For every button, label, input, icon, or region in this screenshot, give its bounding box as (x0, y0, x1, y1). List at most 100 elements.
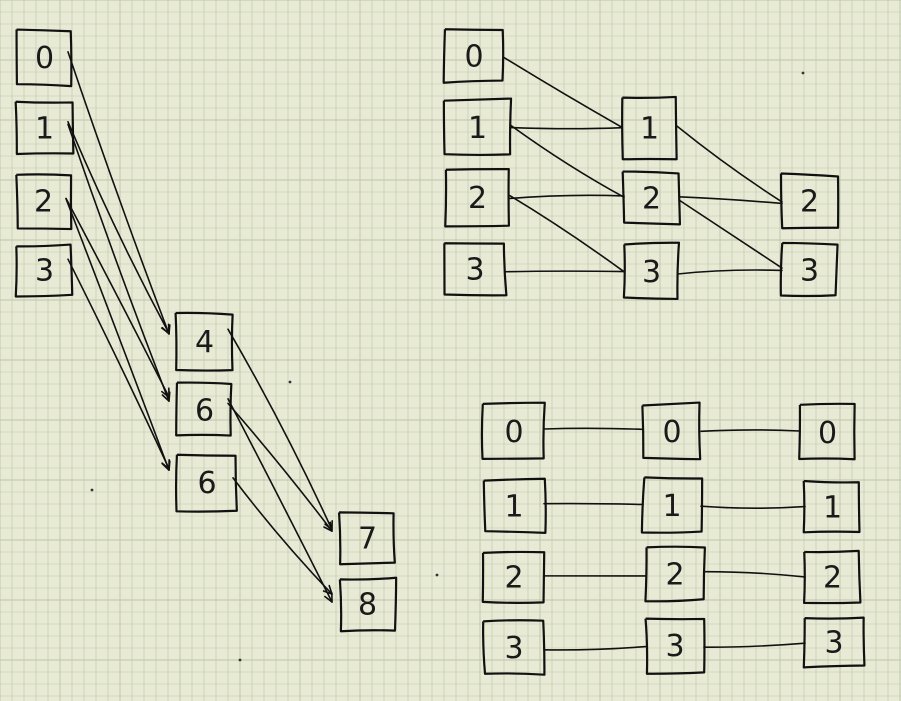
node-label: 2 (34, 185, 53, 220)
arrowhead-L1-L4 (160, 323, 170, 335)
arrowhead-L6a-L8 (324, 592, 333, 603)
node-box: 8 (338, 576, 398, 633)
node-box: 2 (802, 549, 862, 605)
edge-L6a-L8 (227, 398, 333, 603)
edge-E2-F2 (703, 570, 806, 578)
node-border (644, 617, 706, 675)
node-border (14, 243, 74, 298)
node-label: 3 (665, 629, 684, 664)
node-label: 6 (195, 394, 214, 429)
node-border (482, 619, 546, 676)
node-border (482, 477, 547, 534)
node-label: 3 (800, 254, 819, 289)
edge-A0-B1 (502, 56, 623, 129)
node-box: 1 (640, 476, 704, 534)
node-border (481, 550, 546, 604)
node-border (174, 453, 238, 513)
node-box: 2 (621, 170, 682, 226)
arrowhead-L2-L6a (161, 387, 170, 398)
arrowhead-L3-L6b (161, 459, 170, 470)
edge-A1-B1 (509, 126, 623, 130)
edge-B3-C3 (678, 269, 783, 275)
edge-B1-C2 (676, 125, 783, 203)
node-box: 1 (621, 95, 678, 161)
node-label: 0 (818, 416, 837, 451)
node-box: 2 (444, 168, 511, 228)
node-box: 3 (14, 243, 74, 298)
edge-L2-L6a (65, 197, 170, 398)
node-border (15, 173, 73, 231)
node-box: 3 (482, 619, 546, 676)
node-border (779, 172, 840, 230)
edge-L0-L4 (67, 51, 170, 335)
pencil-speck (238, 658, 242, 662)
edge-L3-L6b (67, 258, 170, 470)
node-border (802, 616, 866, 669)
node-box: 0 (798, 402, 856, 461)
node-label: 2 (504, 561, 523, 596)
node-label: 1 (640, 112, 659, 147)
diagram-top-right-edges (502, 56, 783, 275)
node-box: 3 (622, 241, 681, 301)
node-box: 0 (15, 28, 73, 88)
node-border (443, 242, 508, 297)
node-box: 3 (779, 241, 839, 298)
node-border (802, 479, 861, 534)
node-label: 3 (35, 254, 54, 289)
arrowhead-L6b-L8 (322, 584, 333, 595)
node-border (174, 311, 234, 372)
node-label: 2 (468, 181, 487, 216)
node-border (14, 100, 75, 156)
edge-B2-C3 (678, 199, 783, 269)
edge-A1-B2 (509, 124, 625, 199)
paper-specks (90, 71, 805, 662)
edge-E1-F1 (700, 505, 806, 510)
node-label: 0 (504, 415, 523, 450)
node-box: 2 (779, 172, 840, 230)
node-border (621, 95, 678, 161)
edge-E0-F0 (700, 429, 801, 433)
node-label: 0 (35, 41, 54, 76)
pencil-speck (435, 573, 439, 577)
node-label: 7 (358, 522, 377, 557)
edge-L4-L7 (227, 328, 333, 531)
node-label: 1 (468, 111, 487, 146)
node-box: 6 (175, 381, 233, 437)
edge-B2-C2 (678, 196, 783, 205)
pencil-speck (288, 380, 292, 384)
node-box: 3 (443, 242, 508, 297)
edge-L1-L4 (67, 120, 170, 335)
node-label: 3 (642, 255, 661, 290)
node-border (15, 28, 73, 88)
node-border (640, 476, 704, 534)
node-box: 0 (641, 401, 702, 461)
node-border (442, 97, 513, 157)
node-box: 3 (802, 616, 866, 669)
node-label: 1 (823, 491, 842, 526)
node-label: 1 (504, 490, 523, 525)
edge-L2-L6b (65, 197, 170, 471)
node-label: 2 (642, 182, 661, 217)
node-label: 2 (800, 185, 819, 220)
node-label: 8 (358, 588, 377, 623)
node-box: 2 (481, 550, 546, 604)
edge-L1-L6a (67, 123, 170, 402)
node-box: 4 (174, 311, 234, 372)
edge-L6a-L7 (227, 402, 333, 532)
node-box: 3 (644, 617, 706, 675)
node-label: 1 (662, 489, 681, 524)
node-box: 6 (174, 453, 238, 513)
node-border (442, 28, 505, 84)
node-box: 1 (482, 477, 547, 534)
node-border (644, 545, 706, 603)
node-label: 0 (662, 415, 681, 450)
node-border (798, 402, 856, 461)
node-border (779, 241, 839, 298)
node-label: 2 (823, 561, 842, 596)
node-label: 3 (465, 253, 484, 288)
node-border (641, 401, 702, 461)
edge-D3-E3 (543, 645, 647, 651)
node-box: 1 (14, 100, 75, 156)
